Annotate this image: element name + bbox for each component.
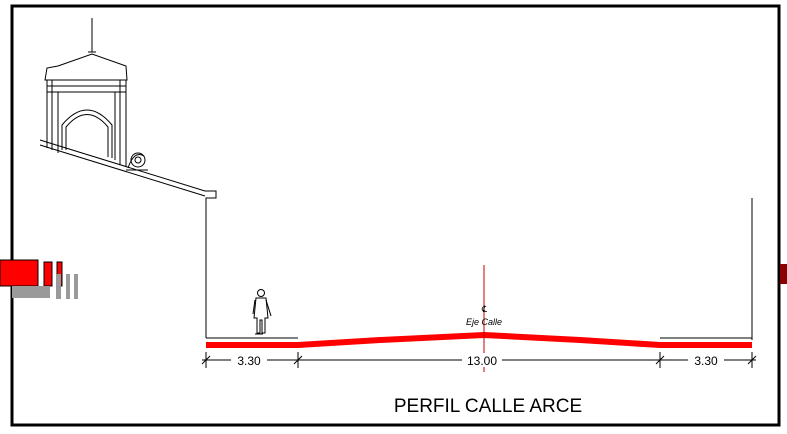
svg-text:℄: ℄ (481, 304, 487, 314)
axis-label: ℄ Eje Calle (466, 304, 502, 327)
dimension-label-center: 13.00 (467, 354, 497, 368)
pavement-profile (206, 331, 752, 348)
dimension-label-left: 3.30 (237, 354, 261, 368)
pedestrian-figure-icon (252, 289, 272, 335)
church-cupola-icon (44, 18, 148, 171)
drawing-frame (10, 4, 781, 427)
dimension-label-right: 3.30 (694, 354, 718, 368)
svg-text:Eje Calle: Eje Calle (466, 317, 502, 327)
drawing-title: PERFIL CALLE ARCE (394, 396, 582, 417)
left-building (39, 18, 217, 338)
right-section-marker (780, 264, 787, 284)
left-section-marker (0, 259, 78, 299)
